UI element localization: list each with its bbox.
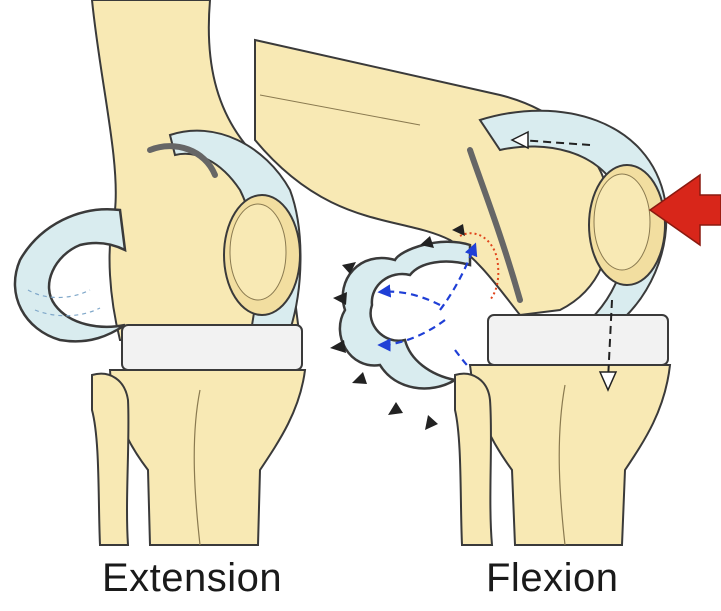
knee-illustration bbox=[0, 0, 721, 556]
flexion-joint-capsule bbox=[340, 242, 470, 389]
extension-fibula bbox=[92, 374, 128, 545]
extension-joint-capsule bbox=[15, 209, 125, 341]
flexion-meniscus bbox=[488, 315, 668, 365]
extension-meniscus bbox=[122, 325, 302, 370]
flexion-knee bbox=[255, 40, 721, 545]
extension-tibia bbox=[110, 370, 305, 545]
caption-flexion: Flexion bbox=[486, 556, 618, 601]
flexion-tibia bbox=[470, 365, 670, 545]
caption-extension: Extension bbox=[102, 556, 282, 601]
flexion-femur bbox=[255, 40, 611, 315]
flexion-fibula bbox=[455, 374, 492, 545]
